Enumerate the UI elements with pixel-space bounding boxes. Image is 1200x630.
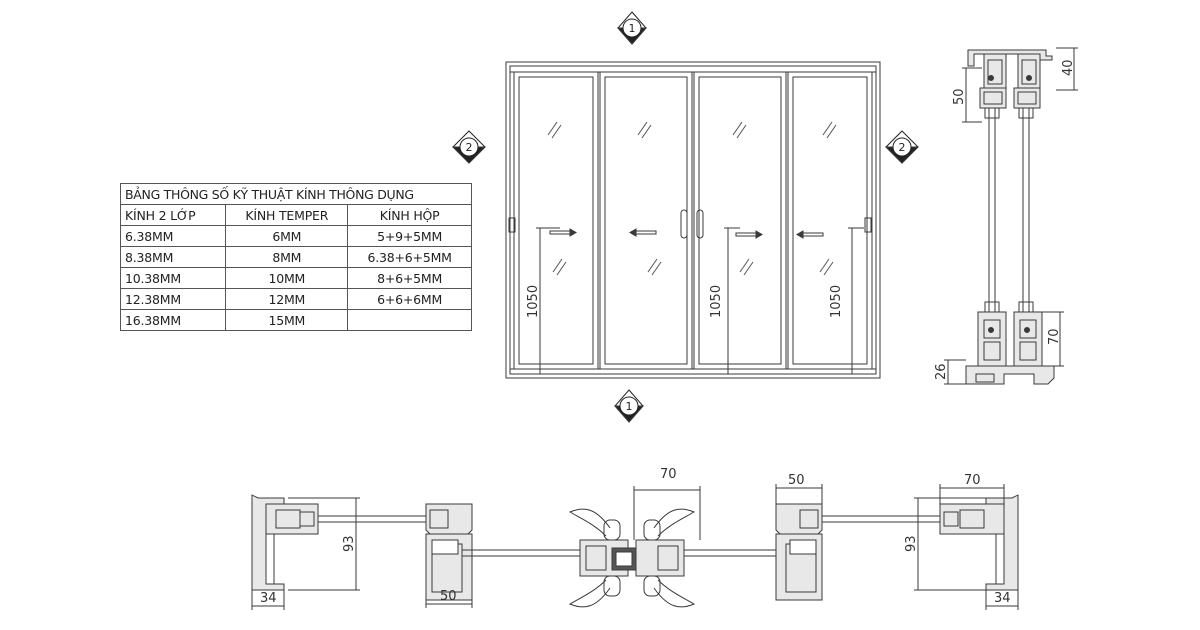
section-marker-top: 1 [616, 11, 648, 45]
vsec-dim-bottom-sill: 26 [934, 363, 949, 380]
door-panel-1 [513, 71, 599, 370]
hsec-dim-left-sash: 50 [440, 589, 457, 604]
header-insulated-glass: KÍNH HỘP [347, 204, 472, 226]
left-sliding-glass [461, 549, 581, 557]
table-row: 10.38MM 10MM 8+6+5MM [119, 267, 472, 289]
header-tempered-glass: KÍNH TEMPER [225, 204, 349, 226]
glass-reflection-marks [547, 121, 837, 276]
left-fixed-glass [317, 515, 427, 523]
table-row: 8.38MM 8MM 6.38+6+5MM [119, 246, 472, 268]
door-panel-3 [693, 71, 787, 370]
glass-spec-table: BẢNG THÔNG SỐ KỸ THUẬT KÍNH THÔNG DỤNG K… [119, 183, 472, 331]
inner-frame [509, 65, 877, 375]
table-cell: 8.38MM [119, 246, 227, 268]
glass-pane-inner [988, 107, 996, 313]
panel-height-label-1: 1050 [526, 285, 541, 318]
panel-height-label-3: 1050 [829, 285, 844, 318]
section-marker-right-label: 2 [899, 141, 906, 154]
door-handles [508, 209, 872, 239]
hsec-dim-right-width: 34 [994, 591, 1011, 606]
hsec-dim-left-width: 34 [260, 591, 277, 606]
table-cell: 5+9+5MM [347, 225, 472, 247]
panel-height-label-2: 1050 [709, 285, 724, 318]
hsec-dim-center-interlock: 70 [660, 467, 677, 482]
table-title: BẢNG THÔNG SỐ KỸ THUẬT KÍNH THÔNG DỤNG [120, 183, 472, 205]
vsec-dim-top-profile: 50 [952, 88, 967, 105]
section-marker-left-label: 2 [466, 141, 473, 154]
header-laminated-glass: KÍNH 2 LỚP [119, 204, 227, 226]
table-cell: 8MM [225, 246, 349, 268]
slide-arrow-left-4 [796, 230, 824, 239]
glass-pane-outer [1022, 107, 1030, 313]
table-title-row: BẢNG THÔNG SỐ KỸ THUẬT KÍNH THÔNG DỤNG [120, 183, 472, 205]
table-cell: 15MM [225, 309, 349, 331]
table-row: 16.38MM 15MM [119, 309, 472, 331]
table-cell [347, 309, 472, 331]
table-cell: 10MM [225, 267, 349, 289]
table-cell: 6MM [225, 225, 349, 247]
door-elevation: 1050 1050 1050 [505, 61, 881, 379]
table-cell: 16.38MM [119, 309, 227, 331]
slide-arrow-right-3 [735, 230, 763, 239]
section-marker-right: 2 [884, 130, 920, 164]
slide-arrow-left-2 [629, 228, 657, 237]
right-fixed-glass [821, 515, 941, 523]
door-handle-wings [568, 508, 696, 608]
slide-arrow-right-1 [549, 228, 577, 237]
height-dimension-lines [536, 227, 864, 374]
door-panel-2 [599, 71, 693, 370]
section-marker-top-label: 1 [629, 22, 636, 35]
hsec-dim-left-height: 93 [342, 535, 357, 552]
table-cell: 10.38MM [119, 267, 227, 289]
table-cell: 12MM [225, 288, 349, 310]
door-panel-4 [787, 71, 873, 370]
section-marker-bottom-label: 1 [626, 400, 633, 413]
hsec-dim-right-height: 93 [904, 535, 919, 552]
section-marker-bottom: 1 [613, 389, 645, 423]
vertical-section: 40 50 70 26 [934, 47, 1078, 385]
hsec-dim-right-frame: 70 [964, 473, 981, 488]
table-cell: 12.38MM [119, 288, 227, 310]
outer-frame [505, 61, 881, 379]
hsec-dim-right-sash: 50 [788, 473, 805, 488]
slide-direction-arrows [549, 228, 824, 239]
table-cell: 6+6+6MM [347, 288, 472, 310]
table-header-row: KÍNH 2 LỚP KÍNH TEMPER KÍNH HỘP [119, 204, 472, 226]
vsec-dim-top-flange: 40 [1061, 59, 1076, 76]
table-cell: 6.38MM [119, 225, 227, 247]
table-cell: 6.38+6+5MM [347, 246, 472, 268]
table-row: 12.38MM 12MM 6+6+6MM [119, 288, 472, 310]
horizontal-section: 93 34 50 70 50 70 93 34 [251, 467, 1019, 610]
table-cell: 8+6+5MM [347, 267, 472, 289]
center-interlock [579, 519, 685, 597]
section-marker-left: 2 [451, 130, 487, 164]
table-row: 6.38MM 6MM 5+9+5MM [119, 225, 472, 247]
vsec-dim-bottom-profile: 70 [1047, 328, 1062, 345]
